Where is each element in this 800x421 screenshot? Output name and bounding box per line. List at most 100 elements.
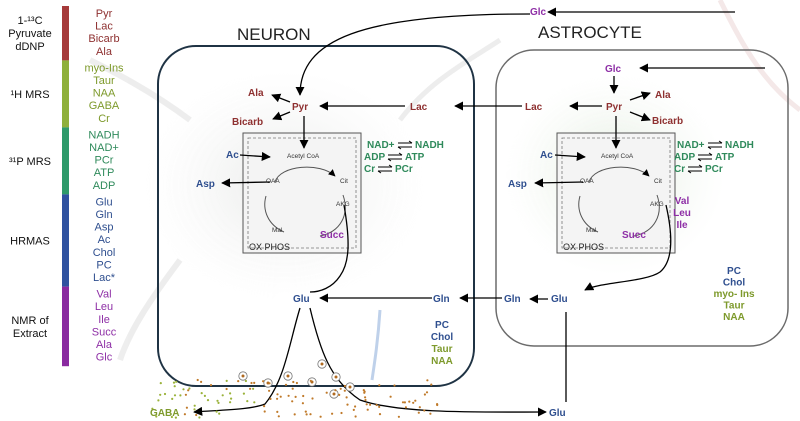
- neuron-mal-label: Mal: [272, 227, 283, 234]
- astrocyte-asp-label: Asp: [508, 179, 527, 190]
- astrocyte-ala-label: Ala: [655, 90, 671, 101]
- neuron-pyr-label: Pyr: [292, 102, 308, 113]
- neuronExtra-item: PC: [435, 320, 449, 331]
- astroExtra-item: Chol: [723, 278, 745, 289]
- astroExtra-item: Taur: [724, 301, 745, 312]
- astrocyte-pcr-label: PCr: [705, 164, 723, 175]
- glu-out-label: Glu: [549, 408, 566, 419]
- legend-bar-4: [62, 286, 69, 367]
- astroBcaa-item: Leu: [673, 208, 691, 219]
- neuron-bicarb-label: Bicarb: [232, 117, 263, 128]
- astroExtra-item: PC: [727, 266, 741, 277]
- legend-item: NAD+: [89, 142, 119, 154]
- astrocyte-acetylcoa-label: Acetyl CoA: [601, 153, 634, 160]
- glc-astrocyte-label: Glc: [605, 64, 622, 75]
- neuronExtra-item: Taur: [432, 344, 453, 355]
- legend-item: Ac: [98, 234, 111, 246]
- legend-item: Bicarb: [88, 33, 119, 45]
- glc-external-label: Glc: [530, 7, 547, 18]
- neuron-atp-label: ATP: [405, 152, 425, 163]
- legend-item: Lac*: [93, 272, 116, 284]
- astroBcaa-item: Ile: [676, 220, 688, 231]
- legend-title: HRMAS: [10, 236, 50, 248]
- astrocyte-pyr-label: Pyr: [606, 102, 622, 113]
- legend-bar-1: [62, 60, 69, 128]
- astrocyte-cell-boundary: [495, 49, 789, 347]
- legend-item: Ile: [98, 314, 110, 326]
- legend-item: PC: [96, 259, 111, 271]
- neuron-ac-label: Ac: [226, 150, 239, 161]
- neuron-cit-label: Cit: [340, 178, 348, 185]
- legend-item: Val: [96, 289, 111, 301]
- legend-title: Pyruvate: [8, 28, 51, 40]
- legend-item: NADH: [88, 129, 119, 141]
- neuron-cell-boundary: [157, 45, 475, 387]
- legend-title: 1-¹³C: [17, 15, 42, 27]
- astrocyte-nadh-label: NADH: [725, 140, 754, 151]
- neuron-oaa-label: OAA: [266, 178, 280, 185]
- astrocyte-gln-label: Gln: [504, 294, 521, 305]
- astrocyte-oaa-label: OAA: [580, 178, 594, 185]
- neuron-acetylcoa-label: Acetyl CoA: [287, 153, 320, 160]
- astrocyte-nad-label: NAD+: [677, 140, 705, 151]
- legend-item: Chol: [93, 247, 116, 259]
- astrocyte-atp-label: ATP: [715, 152, 735, 163]
- astrocyte-cit-label: Cit: [654, 178, 662, 185]
- astrocyte-tca-cycle: [578, 166, 660, 237]
- legend-item: Succ: [92, 326, 117, 338]
- astrocyte-mal-label: Mal: [586, 227, 597, 234]
- astroExtra-item: myo- Ins: [713, 289, 755, 300]
- astrocyte-lac-label: Lac: [525, 102, 543, 113]
- astrocyte-ac-label: Ac: [540, 150, 553, 161]
- neuron-oxphos-label: OX PHOS: [249, 242, 290, 252]
- extracellular-dots: [151, 378, 439, 419]
- legend-item: Gln: [95, 209, 112, 221]
- astrocyte-glu-label: Glu: [551, 294, 568, 305]
- neuron-succ-label: Succ: [320, 230, 344, 241]
- neuron-glu-label: Glu: [293, 294, 310, 305]
- astrocyte-oxphos-label: OX PHOS: [563, 242, 604, 252]
- astrocyte-akg-label: AKG: [650, 201, 664, 208]
- legend-item: Cr: [98, 113, 110, 125]
- legend-item: myo-Ins: [84, 62, 124, 74]
- legend-item: NAA: [93, 88, 116, 100]
- astroBcaa-item: Val: [675, 196, 690, 207]
- legend-item: ADP: [93, 180, 116, 192]
- legend-item: ATP: [94, 167, 115, 179]
- legend-item: GABA: [89, 100, 120, 112]
- legend-bar-2: [62, 127, 69, 195]
- pathway-arrows: [193, 7, 765, 417]
- legend-item: Ala: [96, 339, 113, 351]
- legend-title: NMR of: [11, 315, 49, 327]
- neuron-asp-label: Asp: [196, 179, 215, 190]
- legend-item: Taur: [93, 75, 115, 87]
- astrocyte-cr-label: Cr: [674, 164, 685, 175]
- legend-title: dDNP: [15, 41, 44, 53]
- astrocyte-succ-label: Succ: [622, 230, 646, 241]
- legend-bar-3: [62, 194, 69, 287]
- gaba-label: GABA: [150, 408, 179, 419]
- neuron-akg-label: AKG: [336, 201, 350, 208]
- neuron-nadh-label: NADH: [415, 140, 444, 151]
- equilibrium-arrows: [377, 140, 723, 174]
- astrocyte-bicarb-label: Bicarb: [652, 116, 683, 127]
- legend-title: ³¹P MRS: [9, 156, 51, 168]
- legend-title: ¹H MRS: [10, 89, 49, 101]
- legend-item: Asp: [95, 222, 114, 234]
- astroExtra-item: NAA: [723, 312, 745, 323]
- astrocyte-adp-label: ADP: [674, 152, 695, 163]
- neuron-pcr-label: PCr: [395, 164, 413, 175]
- neuronExtra-item: NAA: [431, 356, 453, 367]
- neuron-title: NEURON: [237, 25, 311, 44]
- neuron-nad-label: NAD+: [367, 140, 395, 151]
- astrocyte-title: ASTROCYTE: [538, 23, 642, 42]
- neuron-ala-label: Ala: [248, 88, 264, 99]
- legend-item: Glu: [95, 196, 112, 208]
- legend-item: PCr: [95, 155, 114, 167]
- legend-item: Leu: [95, 301, 113, 313]
- astrocyte-mitochondrion: [556, 132, 676, 254]
